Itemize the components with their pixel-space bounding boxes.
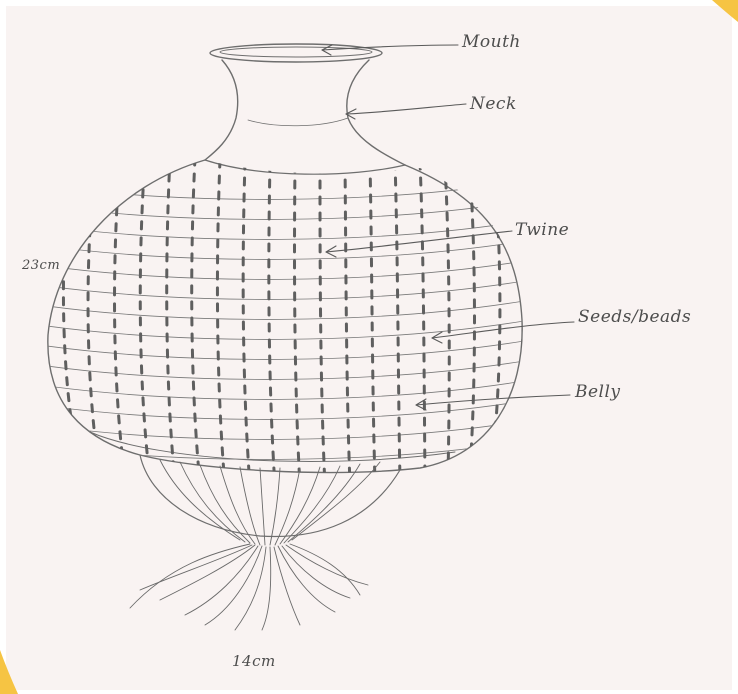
dimension-width: 14cm xyxy=(232,652,276,670)
label-twine: Twine xyxy=(515,220,569,240)
label-mouth: Mouth xyxy=(462,32,521,52)
label-seeds-beads: Seeds/beads xyxy=(578,307,691,327)
paper-sheet xyxy=(6,6,732,690)
label-neck: Neck xyxy=(470,94,517,114)
dimension-height: 23cm xyxy=(22,258,60,273)
label-belly: Belly xyxy=(575,382,621,402)
